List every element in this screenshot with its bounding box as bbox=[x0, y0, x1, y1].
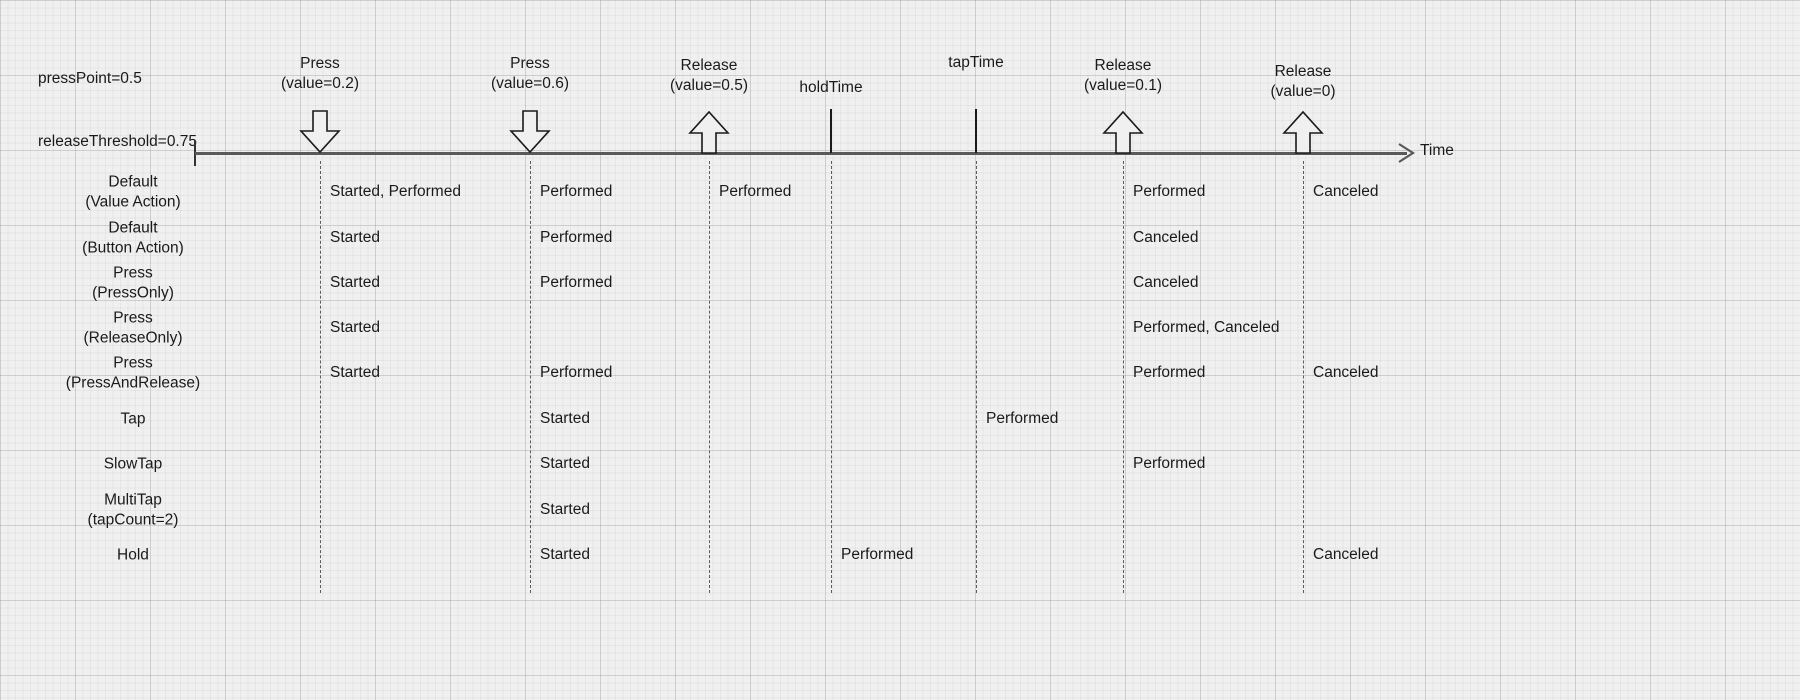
row-label-hold: Hold bbox=[117, 545, 149, 565]
guide-line-holdtime bbox=[831, 161, 832, 593]
row-label-line: Hold bbox=[117, 546, 149, 564]
phase-cell-press-pressandrelease-press-1: Started bbox=[330, 364, 380, 381]
phase-cell-default-value-action-press-2: Performed bbox=[540, 183, 613, 200]
event-caption-taptime: tapTime bbox=[948, 53, 1003, 73]
event-subtitle: (value=0.5) bbox=[670, 77, 748, 94]
row-label-line: Default bbox=[108, 219, 158, 237]
event-subtitle: (value=0.1) bbox=[1084, 77, 1162, 94]
guide-line-release-2 bbox=[1123, 161, 1124, 593]
row-label-line: (Value Action) bbox=[85, 193, 181, 210]
phase-cell-hold-press-2: Started bbox=[540, 546, 590, 563]
timeline-axis bbox=[195, 152, 1407, 155]
row-label-line: Press bbox=[113, 354, 153, 372]
arrow-up-icon bbox=[688, 110, 730, 154]
phase-cell-press-releaseonly-press-1: Started bbox=[330, 319, 380, 336]
event-caption-press-2: Press (value=0.6) bbox=[491, 54, 569, 94]
row-label-default-value-action: Default (Value Action) bbox=[85, 173, 180, 212]
row-label-line: MultiTap bbox=[104, 491, 162, 509]
phase-cell-press-pressonly-press-1: Started bbox=[330, 274, 380, 291]
row-label-press-releaseonly: Press (ReleaseOnly) bbox=[83, 309, 182, 348]
event-caption-release-2: Release (value=0.1) bbox=[1084, 56, 1162, 96]
phase-cell-press-pressonly-release-2: Canceled bbox=[1133, 274, 1199, 291]
phase-cell-press-pressonly-press-2: Performed bbox=[540, 274, 613, 291]
phase-cell-multitap-press-2: Started bbox=[540, 501, 590, 518]
phase-cell-slowtap-release-2: Performed bbox=[1133, 455, 1206, 472]
axis-label-time: Time bbox=[1420, 142, 1454, 159]
event-title: Release bbox=[1094, 57, 1152, 74]
row-label-line: (PressOnly) bbox=[92, 284, 174, 301]
phase-cell-slowtap-press-2: Started bbox=[540, 455, 590, 472]
row-label-line: SlowTap bbox=[103, 455, 163, 473]
row-label-press-pressandrelease: Press (PressAndRelease) bbox=[66, 354, 200, 393]
event-caption-press-1: Press (value=0.2) bbox=[281, 54, 359, 94]
guide-line-press-2 bbox=[530, 161, 531, 593]
row-label-tap: Tap bbox=[121, 409, 146, 429]
phase-cell-default-value-action-release-3: Canceled bbox=[1313, 183, 1379, 200]
arrow-up-icon bbox=[1282, 110, 1324, 154]
guide-line-release-1 bbox=[709, 161, 710, 593]
event-caption-release-1: Release (value=0.5) bbox=[670, 56, 748, 96]
row-label-slowtap: SlowTap bbox=[104, 454, 163, 474]
event-caption-release-3: Release (value=0) bbox=[1270, 62, 1335, 102]
phase-cell-default-button-action-press-2: Performed bbox=[540, 229, 613, 246]
parameter-legend: pressPoint=0.5 releaseThreshold=0.75 bbox=[38, 26, 197, 194]
param-press-point: pressPoint=0.5 bbox=[38, 70, 142, 87]
row-label-line: Default bbox=[108, 173, 158, 191]
guide-line-taptime bbox=[976, 161, 977, 593]
event-subtitle: (value=0.2) bbox=[281, 75, 359, 92]
phase-cell-default-button-action-release-2: Canceled bbox=[1133, 229, 1199, 246]
guide-line-release-3 bbox=[1303, 161, 1304, 593]
phase-cell-default-value-action-press-1: Started, Performed bbox=[330, 183, 461, 200]
arrow-right-icon bbox=[1398, 142, 1416, 164]
event-title: tapTime bbox=[948, 54, 1004, 71]
arrow-up-icon bbox=[1102, 110, 1144, 154]
row-label-press-pressonly: Press (PressOnly) bbox=[92, 264, 174, 303]
row-label-default-button-action: Default (Button Action) bbox=[82, 219, 184, 258]
phase-cell-tap-taptime: Performed bbox=[986, 410, 1059, 427]
phase-cell-default-button-action-press-1: Started bbox=[330, 229, 380, 246]
phase-cell-hold-holdtime: Performed bbox=[841, 546, 914, 563]
guide-line-press-1 bbox=[320, 161, 321, 593]
phase-cell-default-value-action-release-1: Performed bbox=[719, 183, 792, 200]
tick-mark-icon bbox=[829, 109, 833, 153]
row-label-line: (Button Action) bbox=[82, 239, 184, 256]
event-subtitle: (value=0) bbox=[1270, 83, 1336, 100]
tick-mark-icon bbox=[974, 109, 978, 153]
row-label-line: (tapCount=2) bbox=[87, 511, 179, 528]
phase-cell-press-releaseonly-release-2: Performed, Canceled bbox=[1133, 319, 1280, 336]
phase-cell-default-value-action-release-2: Performed bbox=[1133, 183, 1206, 200]
phase-cell-tap-press-2: Started bbox=[540, 410, 590, 427]
arrow-down-icon bbox=[509, 110, 551, 154]
row-label-line: Press bbox=[113, 309, 153, 327]
phase-cell-press-pressandrelease-release-3: Canceled bbox=[1313, 364, 1379, 381]
param-release-threshold: releaseThreshold=0.75 bbox=[38, 133, 197, 150]
event-caption-holdtime: holdTime bbox=[799, 78, 862, 98]
row-label-multitap: MultiTap (tapCount=2) bbox=[88, 491, 179, 530]
arrow-down-icon bbox=[299, 110, 341, 154]
phase-cell-hold-release-3: Canceled bbox=[1313, 546, 1379, 563]
event-title: Press bbox=[510, 55, 550, 72]
event-title: holdTime bbox=[799, 79, 863, 96]
event-subtitle: (value=0.6) bbox=[491, 75, 569, 92]
row-label-line: (PressAndRelease) bbox=[65, 374, 201, 391]
event-title: Release bbox=[680, 57, 738, 74]
phase-cell-press-pressandrelease-press-2: Performed bbox=[540, 364, 613, 381]
row-label-line: (ReleaseOnly) bbox=[83, 329, 183, 346]
row-label-line: Tap bbox=[120, 410, 146, 428]
event-title: Release bbox=[1274, 63, 1332, 80]
row-label-line: Press bbox=[113, 264, 153, 282]
event-title: Press bbox=[300, 55, 340, 72]
phase-cell-press-pressandrelease-release-2: Performed bbox=[1133, 364, 1206, 381]
